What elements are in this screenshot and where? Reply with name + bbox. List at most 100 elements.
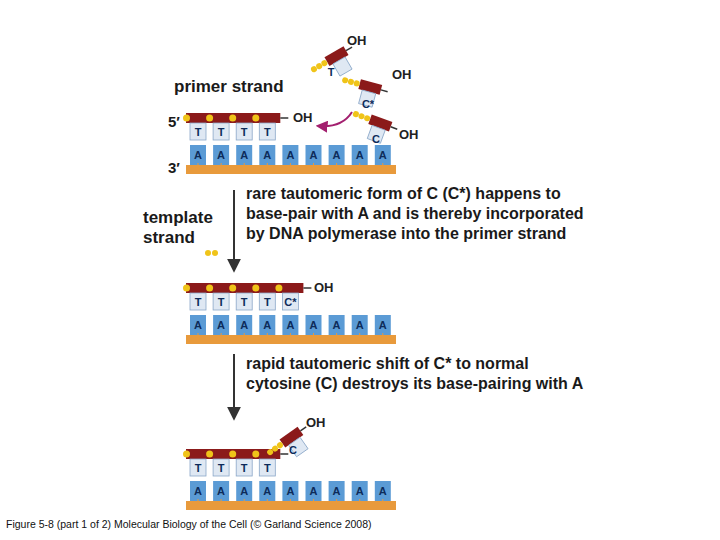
primer-base	[236, 123, 252, 140]
base-letter: A	[286, 150, 294, 161]
a-base	[236, 145, 252, 165]
base-letter: A	[217, 150, 225, 161]
a-base	[282, 145, 298, 165]
primer-base	[190, 459, 206, 476]
primer-base	[259, 123, 275, 140]
end-label: 3′	[168, 160, 180, 175]
phosphate	[206, 451, 213, 458]
a-base	[329, 315, 345, 335]
hydroxyl-label: OH	[306, 416, 326, 429]
base-letter: A	[194, 320, 202, 331]
a-base	[213, 145, 229, 165]
strand-label: template strand	[143, 208, 229, 248]
free-nucleotide	[337, 75, 389, 110]
step-arrow	[233, 190, 235, 270]
end-label: 5′	[168, 114, 180, 129]
a-base	[190, 481, 206, 501]
step-arrow	[233, 354, 235, 418]
phosphate	[352, 110, 360, 118]
base-letter: T	[264, 297, 271, 308]
phosphate	[183, 285, 190, 292]
base-letter: T	[195, 127, 202, 138]
phosphate	[341, 77, 348, 84]
oh-bond	[280, 453, 288, 455]
phosphate	[252, 451, 259, 458]
base-letter: A	[379, 320, 387, 331]
free-nucleotide	[309, 43, 362, 87]
base-letter: T	[195, 463, 202, 474]
oh-bond	[391, 127, 398, 129]
oh-bond	[381, 90, 388, 92]
hydroxyl-label: OH	[293, 111, 313, 124]
phosphate	[347, 78, 354, 85]
base-letter: T	[218, 297, 225, 308]
base-letter: A	[310, 486, 318, 497]
template-backbone	[186, 335, 396, 344]
template-backbone	[186, 501, 396, 510]
phosphate	[275, 285, 282, 292]
oh-bond	[300, 427, 306, 431]
a-base	[375, 315, 391, 335]
phosphate	[252, 285, 259, 292]
base-letter: A	[333, 320, 341, 331]
primer-base	[190, 293, 206, 310]
base-letter: T	[264, 463, 271, 474]
a-base	[352, 145, 368, 165]
a-base	[352, 481, 368, 501]
base-letter: T	[195, 297, 202, 308]
base-letter: A	[310, 320, 318, 331]
a-base	[259, 145, 275, 165]
phosphate	[358, 112, 366, 120]
step-note: rare tautomeric form of C (C*) happens t…	[246, 184, 596, 244]
base-letter: A	[310, 150, 318, 161]
phosphate	[310, 65, 318, 73]
base-letter: A	[286, 486, 294, 497]
phosphate-dot	[205, 250, 211, 256]
a-base	[259, 315, 275, 335]
primer-base	[213, 123, 229, 140]
phosphate	[229, 285, 236, 292]
base-letter: A	[240, 150, 248, 161]
a-base	[190, 315, 206, 335]
base-letter: A	[263, 320, 271, 331]
insertion-arrow	[318, 112, 352, 126]
primer-backbone	[186, 449, 280, 459]
primer-base	[259, 459, 275, 476]
primer-base	[236, 459, 252, 476]
base-letter: C*	[284, 297, 296, 308]
base-letter: T	[218, 127, 225, 138]
hydroxyl-label: OH	[392, 68, 412, 81]
step-note: rapid tautomeric shift of C* to normal c…	[246, 354, 596, 394]
a-base	[352, 315, 368, 335]
phosphate	[183, 451, 190, 458]
dna-panel	[183, 423, 396, 510]
base-letter: T	[328, 67, 335, 78]
base-letter: A	[356, 150, 364, 161]
base-letter: A	[333, 486, 341, 497]
base-letter: A	[217, 486, 225, 497]
a-base	[375, 145, 391, 165]
base-letter: A	[333, 150, 341, 161]
phosphate	[229, 115, 236, 122]
a-base	[282, 315, 298, 335]
a-base	[329, 481, 345, 501]
phosphate	[252, 115, 259, 122]
a-base	[306, 145, 322, 165]
base-letter: A	[263, 486, 271, 497]
base-letter: A	[286, 320, 294, 331]
free-nucleotide	[347, 108, 399, 147]
primer-backbone	[186, 113, 280, 123]
primer-backbone	[186, 283, 303, 293]
base-letter: T	[264, 127, 271, 138]
phosphate	[266, 448, 274, 456]
a-base	[306, 315, 322, 335]
phosphate	[229, 451, 236, 458]
phosphate	[183, 115, 190, 122]
a-base	[236, 315, 252, 335]
base-letter: T	[241, 297, 248, 308]
base-letter: A	[356, 486, 364, 497]
oh-bond	[346, 47, 352, 51]
base-letter: A	[194, 150, 202, 161]
a-base	[375, 481, 391, 501]
base-letter: A	[379, 150, 387, 161]
